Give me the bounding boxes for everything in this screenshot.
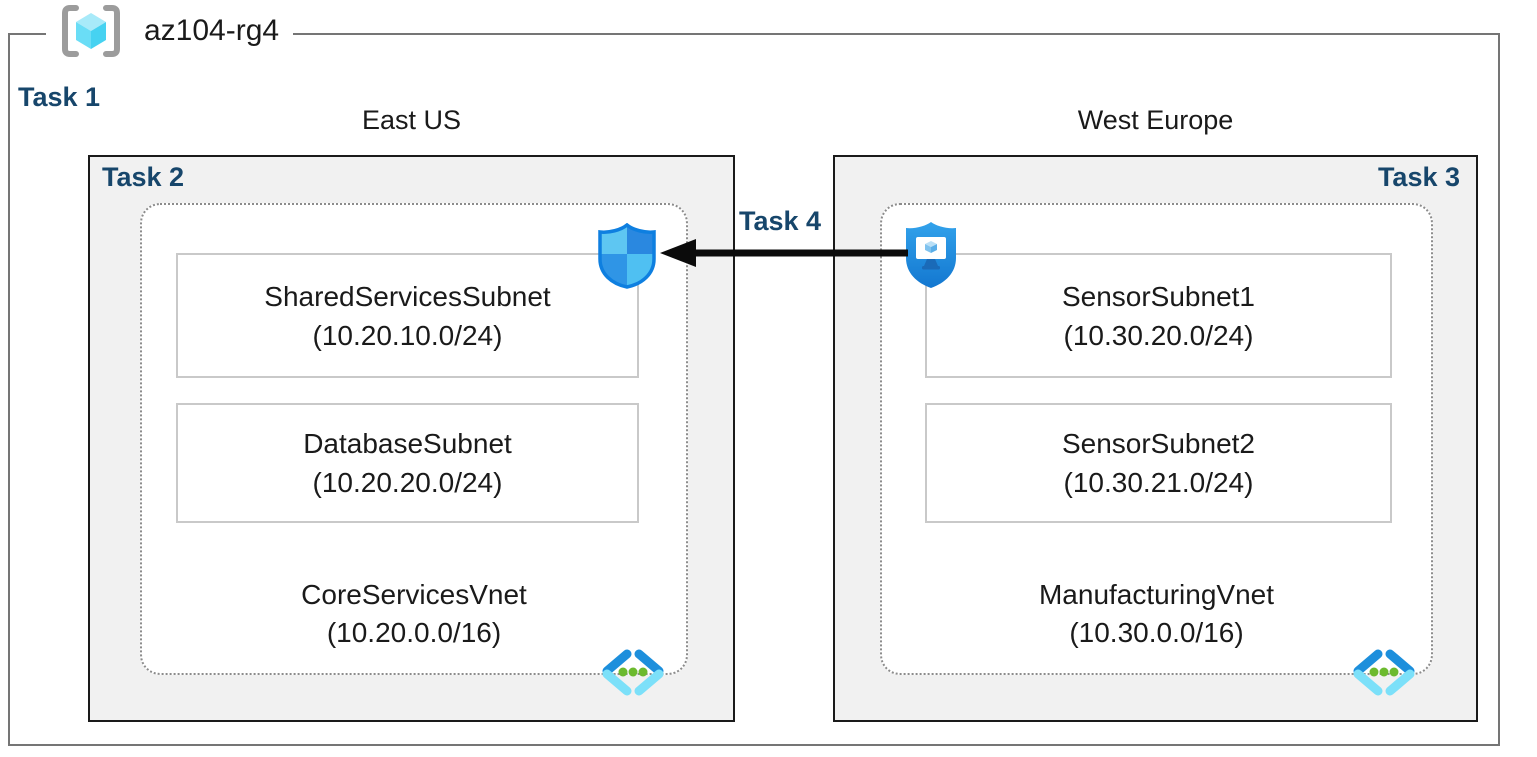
subnet-cidr: (10.30.21.0/24) <box>1063 467 1254 498</box>
region-label-east-us: East US <box>361 105 462 135</box>
network-security-group-icon <box>596 222 658 289</box>
subnet-box-database: DatabaseSubnet (10.20.20.0/24) <box>176 403 639 523</box>
subnet-cidr: (10.20.20.0/24) <box>312 467 503 498</box>
virtual-network-icon <box>1352 648 1416 696</box>
task3-label: Task 3 <box>1377 162 1460 192</box>
subnet-cidr: (10.20.10.0/24) <box>312 319 503 351</box>
resource-group-header: az104-rg4 <box>46 2 294 60</box>
virtual-network-icon <box>601 648 665 696</box>
resource-group-name: az104-rg4 <box>144 14 280 47</box>
subnet-box-sensor2: SensorSubnet2 (10.30.21.0/24) <box>925 403 1392 523</box>
subnet-name: SensorSubnet2 <box>1061 428 1256 459</box>
subnet-box-shared-services: SharedServicesSubnet (10.20.10.0/24) <box>176 253 639 378</box>
region-label-west-europe: West Europe <box>1077 105 1234 135</box>
bastion-icon <box>903 220 959 290</box>
vnet-name: CoreServicesVnet <box>301 579 527 610</box>
task4-arrow-icon <box>660 239 908 267</box>
task2-label: Task 2 <box>102 162 185 192</box>
subnet-box-sensor1: SensorSubnet1 (10.30.20.0/24) <box>925 253 1392 378</box>
resource-group-boundary <box>8 33 1500 746</box>
vnet-cidr: (10.20.0.0/16) <box>326 617 502 648</box>
core-services-vnet-label: CoreServicesVnet (10.20.0.0/16) <box>140 576 688 652</box>
task4-label: Task 4 <box>738 206 822 236</box>
subnet-name: SensorSubnet1 <box>1061 280 1256 312</box>
manufacturing-vnet-label: ManufacturingVnet (10.30.0.0/16) <box>880 576 1433 652</box>
subnet-name: DatabaseSubnet <box>303 428 512 459</box>
vnet-name: ManufacturingVnet <box>1038 579 1275 610</box>
vnet-cidr: (10.30.0.0/16) <box>1069 617 1244 648</box>
subnet-cidr: (10.30.20.0/24) <box>1063 319 1254 351</box>
resource-group-icon <box>60 4 122 58</box>
task1-label: Task 1 <box>18 82 101 112</box>
subnet-name: SharedServicesSubnet <box>264 280 551 312</box>
